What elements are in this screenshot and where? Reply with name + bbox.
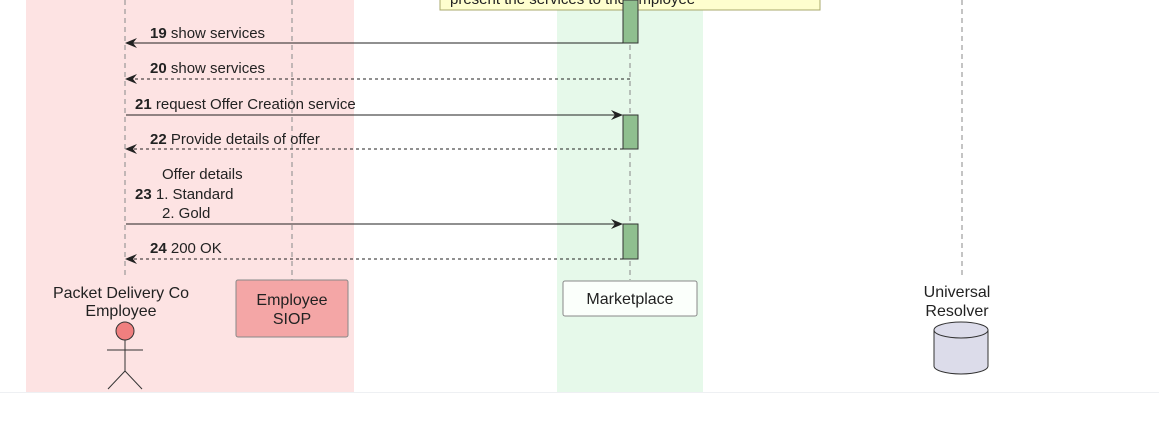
resolver-participant-name: Universal (924, 284, 991, 301)
siop-participant-name: Employee (256, 292, 327, 309)
message-23-label-line2: 23 1. Standard (135, 186, 233, 203)
activation-bar (622, 223, 639, 260)
message-21-label: 21 request Offer Creation service (135, 96, 356, 113)
siop-participant-box (235, 279, 349, 338)
footer-area (0, 392, 1159, 440)
database-icon (933, 321, 989, 375)
note-text: present the services to the employee (450, 0, 695, 8)
actor-icon (107, 321, 143, 390)
activation-bar (622, 0, 639, 44)
message-23-label-line1: Offer details (162, 166, 243, 183)
employee-participant-name-line2: Employee (85, 303, 156, 320)
message-24-label: 24 200 OK (150, 240, 222, 257)
employee-participant-name: Packet Delivery Co (53, 285, 189, 302)
marketplace-participant-name: Marketplace (586, 291, 673, 308)
message-23-label-line3: 2. Gold (162, 205, 210, 222)
resolver-participant-name-line2: Resolver (925, 303, 989, 320)
message-19-label: 19 show services (150, 25, 265, 42)
message-20-label: 20 show services (150, 60, 265, 77)
activation-bar (622, 114, 639, 150)
siop-participant-name-line2: SIOP (273, 311, 311, 328)
message-22-label: 22 Provide details of offer (150, 131, 320, 148)
marketplace-participant-box (562, 280, 698, 317)
